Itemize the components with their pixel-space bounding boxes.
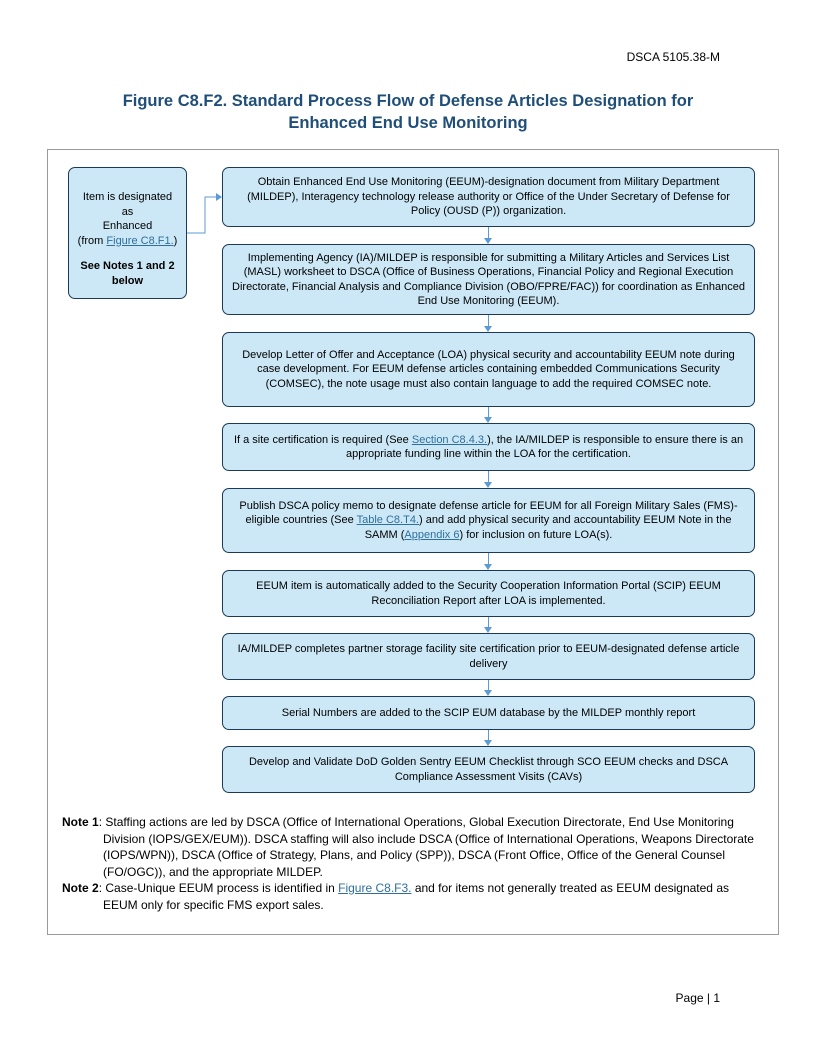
step-8-box: Serial Numbers are added to the SCIP EUM… xyxy=(222,696,755,730)
flow-arrow-4 xyxy=(484,482,492,488)
flow-arrow-6 xyxy=(484,627,492,633)
page-number: Page | 1 xyxy=(675,991,720,1005)
note-1-text: : Staffing actions are led by DSCA (Offi… xyxy=(98,815,754,879)
step-5-text: Publish DSCA policy memo to designate de… xyxy=(239,499,738,541)
flow-arrow-8-line xyxy=(488,730,489,740)
flow-arrow-5 xyxy=(484,564,492,570)
step-9-text: Develop and Validate DoD Golden Sentry E… xyxy=(248,756,729,783)
flow-arrow-3-line xyxy=(488,407,489,417)
start-box-line-3: (from Figure C8.F1.) xyxy=(77,234,178,247)
designation-start-box: Item is designated as Enhanced (from Fig… xyxy=(68,167,187,299)
appendix-6-link[interactable]: Appendix 6 xyxy=(404,528,460,541)
table-c8-t4-link[interactable]: Table C8.T4. xyxy=(356,514,419,527)
flow-arrow-8 xyxy=(484,740,492,746)
step-1-box: Obtain Enhanced End Use Monitoring (EEUM… xyxy=(222,167,755,227)
step-5-box: Publish DSCA policy memo to designate de… xyxy=(222,488,755,553)
notes-reference-line-1: See Notes 1 and 2 xyxy=(80,260,175,272)
step-7-box: IA/MILDEP completes partner storage faci… xyxy=(222,633,755,680)
flow-arrow-3 xyxy=(484,417,492,423)
start-box-line-2: Enhanced xyxy=(102,220,153,232)
note-1: Note 1: Staffing actions are led by DSCA… xyxy=(62,814,762,880)
flow-arrow-4-line xyxy=(488,471,489,482)
step-3-text: Develop Letter of Offer and Acceptance (… xyxy=(242,348,735,390)
step-2-text: Implementing Agency (IA)/MILDEP is respo… xyxy=(232,251,745,308)
flow-arrow-7-line xyxy=(488,680,489,690)
step-6-box: EEUM item is automatically added to the … xyxy=(222,570,755,617)
section-c8-4-3-link[interactable]: Section C8.4.3. xyxy=(411,433,488,446)
figure-notes: Note 1: Staffing actions are led by DSCA… xyxy=(62,814,762,913)
start-box-line-1: Item is designated as xyxy=(82,191,173,218)
figure-frame xyxy=(47,149,779,935)
step-7-text: IA/MILDEP completes partner storage faci… xyxy=(237,643,740,670)
note-2: Note 2: Case-Unique EEUM process is iden… xyxy=(62,881,729,912)
flow-arrow-1 xyxy=(484,238,492,244)
flow-arrow-1-line xyxy=(488,227,489,238)
flow-arrow-5-line xyxy=(488,553,489,564)
figure-title-line-2: Enhanced End Use Monitoring xyxy=(288,114,528,132)
document-id: DSCA 5105.38-M xyxy=(626,50,720,64)
step-2-box: Implementing Agency (IA)/MILDEP is respo… xyxy=(222,244,755,315)
step-4-box: If a site certification is required (See… xyxy=(222,423,755,471)
note-1-label: Note 1 xyxy=(62,815,99,829)
step-3-box: Develop Letter of Offer and Acceptance (… xyxy=(222,332,755,407)
notes-reference-line-2: below xyxy=(111,274,144,287)
step-9-box: Develop and Validate DoD Golden Sentry E… xyxy=(222,746,755,793)
figure-title-line-1: Figure C8.F2. Standard Process Flow of D… xyxy=(122,92,694,110)
flow-arrow-7 xyxy=(484,690,492,696)
figure-c8-f1-link[interactable]: Figure C8.F1. xyxy=(106,234,174,247)
flow-arrow-2-line xyxy=(488,315,489,326)
step-4-text: If a site certification is required (See… xyxy=(233,433,744,461)
step-8-text: Serial Numbers are added to the SCIP EUM… xyxy=(281,706,696,719)
figure-title: Figure C8.F2. Standard Process Flow of D… xyxy=(100,90,716,134)
flow-arrow-2 xyxy=(484,326,492,332)
note-2-label: Note 2 xyxy=(62,881,99,895)
figure-c8-f3-link[interactable]: Figure C8.F3. xyxy=(338,881,412,895)
step-6-text: EEUM item is automatically added to the … xyxy=(256,580,721,607)
step-1-text: Obtain Enhanced End Use Monitoring (EEUM… xyxy=(247,176,730,218)
flow-arrow-6-line xyxy=(488,617,489,627)
